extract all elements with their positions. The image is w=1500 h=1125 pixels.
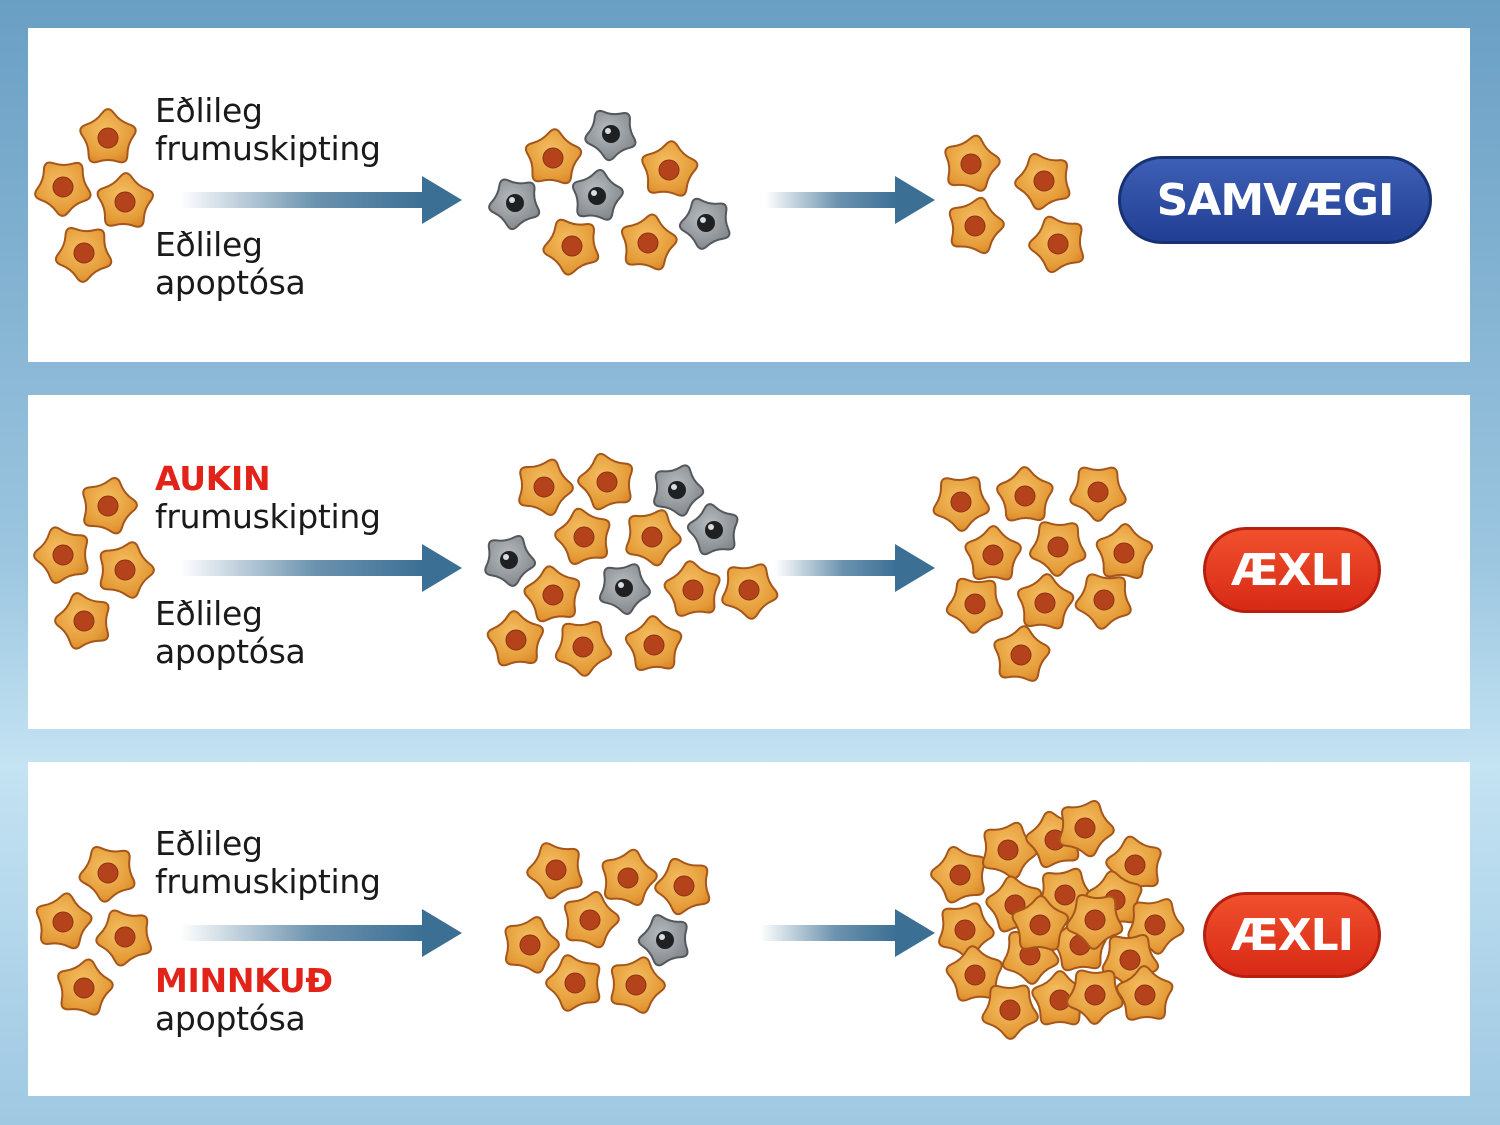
- row3-arrow-1: [180, 909, 462, 957]
- cell: [542, 218, 600, 276]
- cell: [930, 846, 986, 904]
- apoptotic-cell: [599, 563, 651, 615]
- row1-division-word: frumuskipting: [155, 129, 381, 168]
- apoptotic-cell: [488, 178, 541, 231]
- outcome-badge-aexli-2: ÆXLI: [1203, 892, 1381, 978]
- cell: [1065, 893, 1124, 950]
- cell: [1011, 895, 1069, 951]
- cell: [545, 954, 601, 1012]
- cell: [1095, 523, 1154, 580]
- row1-apoptosis-label: Eðlileg apoptósa: [155, 225, 306, 302]
- cell: [721, 563, 779, 620]
- cell: [610, 956, 666, 1014]
- cell: [523, 565, 581, 623]
- row3-apoptosis-word: apoptósa: [155, 999, 306, 1038]
- apoptotic-cell: [653, 464, 705, 517]
- cell: [99, 541, 155, 599]
- cell: [993, 625, 1051, 682]
- cell: [518, 458, 574, 516]
- cell: [981, 984, 1039, 1040]
- row3-apoptosis-prefix: MINNKUÐ: [155, 961, 333, 1000]
- row1-apoptosis-prefix: Eðlileg: [155, 225, 263, 264]
- row2-apoptosis-prefix: Eðlileg: [155, 594, 263, 633]
- cell: [944, 134, 1001, 192]
- cell: [1116, 965, 1174, 1021]
- cell: [78, 846, 136, 903]
- cell: [524, 128, 583, 185]
- row2-arrow-1: [180, 544, 462, 592]
- cell: [663, 560, 721, 617]
- cell: [526, 842, 583, 900]
- cell: [577, 452, 634, 511]
- cell: [601, 848, 658, 906]
- cell: [948, 196, 1005, 255]
- row1-arrow-2: [765, 176, 935, 224]
- apoptotic-cell: [484, 535, 536, 587]
- apoptotic-cell: [584, 109, 637, 162]
- row1-division-prefix: Eðlileg: [155, 91, 263, 130]
- row2-apoptosis-label: Eðlileg apoptósa: [155, 594, 306, 671]
- cell: [57, 958, 114, 1016]
- apoptotic-cell: [637, 914, 689, 967]
- cell: [1028, 215, 1085, 274]
- cell: [79, 108, 137, 164]
- cell: [96, 172, 154, 228]
- cell: [621, 213, 678, 271]
- apoptotic-cell: [686, 503, 739, 556]
- cell: [1058, 800, 1115, 858]
- cell: [95, 909, 152, 967]
- cell: [54, 226, 113, 283]
- cell: [1074, 573, 1132, 630]
- cell: [996, 466, 1054, 522]
- cell: [945, 945, 1003, 1002]
- cell: [54, 592, 110, 650]
- row1-arrow-1: [180, 176, 462, 224]
- cell: [554, 507, 611, 565]
- apoptotic-cell: [678, 197, 731, 250]
- row3-apoptosis-label: MINNKUÐ apoptósa: [155, 962, 333, 1038]
- cell: [1017, 573, 1075, 630]
- row3-arrow-2: [760, 909, 935, 957]
- cell: [932, 476, 990, 532]
- cell: [964, 525, 1022, 581]
- outcome-badge-aexli-1: ÆXLI: [1203, 527, 1381, 613]
- row2-division-label: AUKIN frumuskipting: [155, 460, 381, 536]
- cell: [34, 161, 92, 217]
- cell: [654, 857, 711, 916]
- cell: [624, 615, 683, 672]
- cell: [486, 610, 544, 667]
- cell: [1066, 969, 1124, 1025]
- cell: [981, 821, 1038, 880]
- cell: [1029, 521, 1087, 577]
- row1-division-label: Eðlileg frumuskipting: [155, 92, 381, 168]
- cell: [82, 477, 138, 535]
- cell: [625, 509, 682, 567]
- row2-arrow-2: [775, 544, 935, 592]
- cell: [33, 526, 89, 584]
- row1-apoptosis-word: apoptósa: [155, 263, 306, 302]
- cell: [641, 140, 699, 197]
- cell: [1014, 153, 1071, 211]
- row2-division-prefix: AUKIN: [155, 459, 271, 498]
- row3-division-word: frumuskipting: [155, 862, 381, 901]
- cell: [554, 620, 613, 677]
- row3-division-label: Eðlileg frumuskipting: [155, 825, 381, 901]
- cell: [945, 577, 1004, 634]
- row3-division-prefix: Eðlileg: [155, 824, 263, 863]
- cell: [1069, 466, 1127, 522]
- apoptotic-cell: [572, 169, 624, 221]
- cell: [563, 890, 620, 949]
- cell: [504, 916, 560, 974]
- row2-division-word: frumuskipting: [155, 497, 381, 536]
- cell: [35, 892, 93, 950]
- outcome-badge-samvaegi: SAMVÆGI: [1118, 156, 1432, 244]
- row2-apoptosis-word: apoptósa: [155, 632, 306, 671]
